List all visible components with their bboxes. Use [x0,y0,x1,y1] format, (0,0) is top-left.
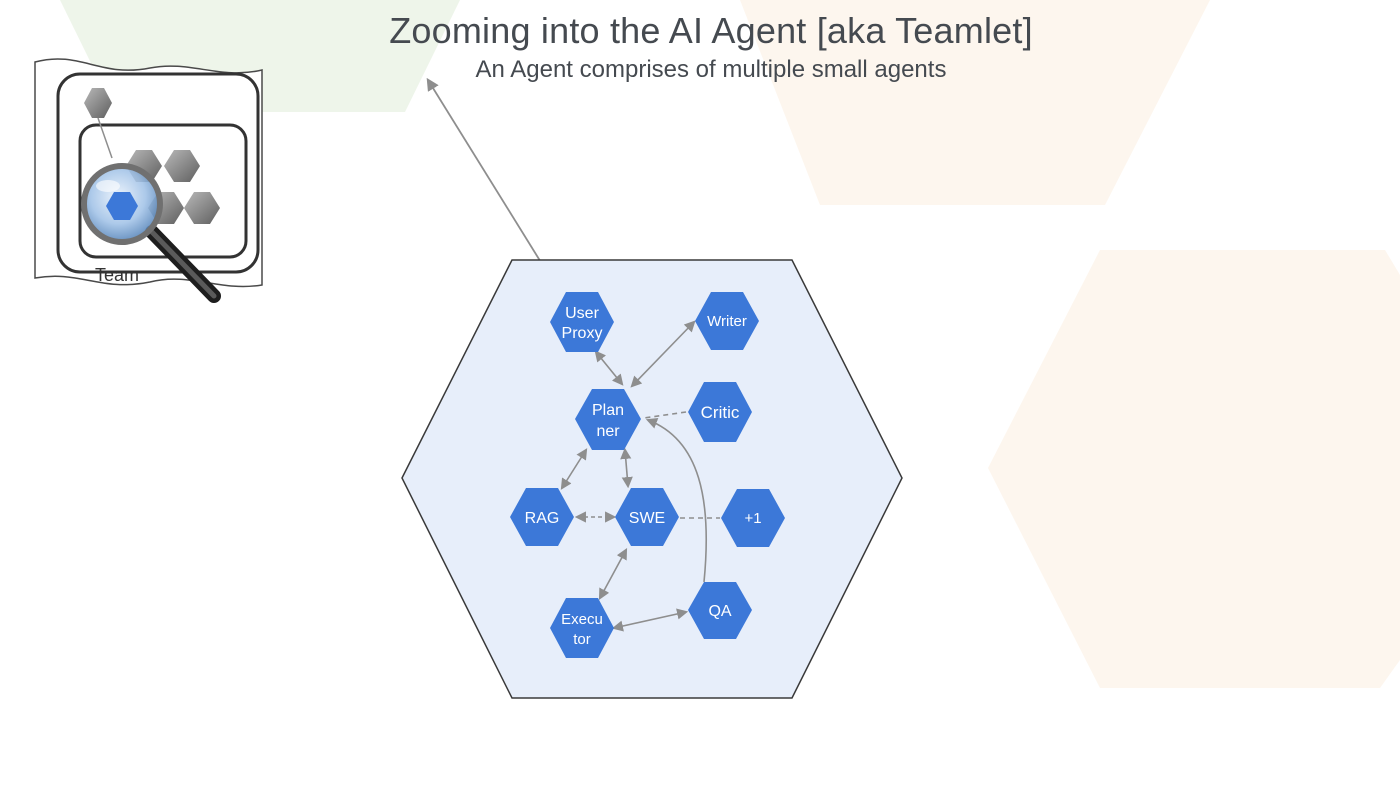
inset-small-hexagon [84,88,112,118]
page-subtitle: An Agent comprises of multiple small age… [475,56,947,83]
node-planner-label-2: ner [596,423,620,440]
zoom-pointer-arrow [426,77,562,296]
node-writer[interactable]: Writer [695,292,759,350]
node-planner[interactable]: Plan ner [575,389,641,450]
node-executor[interactable]: Execu tor [550,598,614,658]
edge-qa-planner [645,417,708,583]
inset-team-label: Team [95,265,139,285]
edge-planner-rag [560,448,588,490]
inset-hex-2 [164,150,200,182]
inset-connector [97,117,113,159]
edge-swe-executor [598,548,628,600]
node-swe[interactable]: SWE [615,488,679,546]
agent-hexagon [401,259,903,699]
edge-planner-swe [620,447,633,489]
node-rag[interactable]: RAG [510,488,574,546]
node-executor-label-2: tor [573,631,591,648]
inset-hex-4 [184,192,220,224]
team-inset: Team [34,58,263,303]
connections [560,320,720,632]
node-plus-one[interactable]: +1 [721,489,785,547]
edge-userproxy-planner [594,350,624,386]
node-qa-label: QA [708,603,731,620]
node-planner-label-1: Plan [592,402,624,419]
node-swe-label: SWE [629,510,665,527]
edge-critic-planner [643,411,687,419]
node-critic-label: Critic [701,403,740,422]
edge-writer-planner [630,320,696,388]
node-user-proxy-label-1: User [565,305,599,322]
faded-hexagon-top-right [740,0,1210,205]
node-critic[interactable]: Critic [688,382,752,442]
node-plus-one-label: +1 [744,510,761,527]
page-title: Zooming into the AI Agent [aka Teamlet] [389,10,1033,51]
inset-outer-box [56,72,260,274]
inset-inner-box [78,123,248,259]
node-user-proxy[interactable]: User Proxy [550,292,614,352]
node-rag-label: RAG [525,510,560,527]
node-executor-label-1: Execu [561,611,603,628]
magnifying-glass-icon [81,163,221,303]
faded-hexagon-right [988,250,1400,688]
node-qa[interactable]: QA [688,582,752,639]
node-writer-label: Writer [707,313,747,330]
node-user-proxy-label-2: Proxy [562,325,603,342]
edge-executor-qa [611,608,689,632]
